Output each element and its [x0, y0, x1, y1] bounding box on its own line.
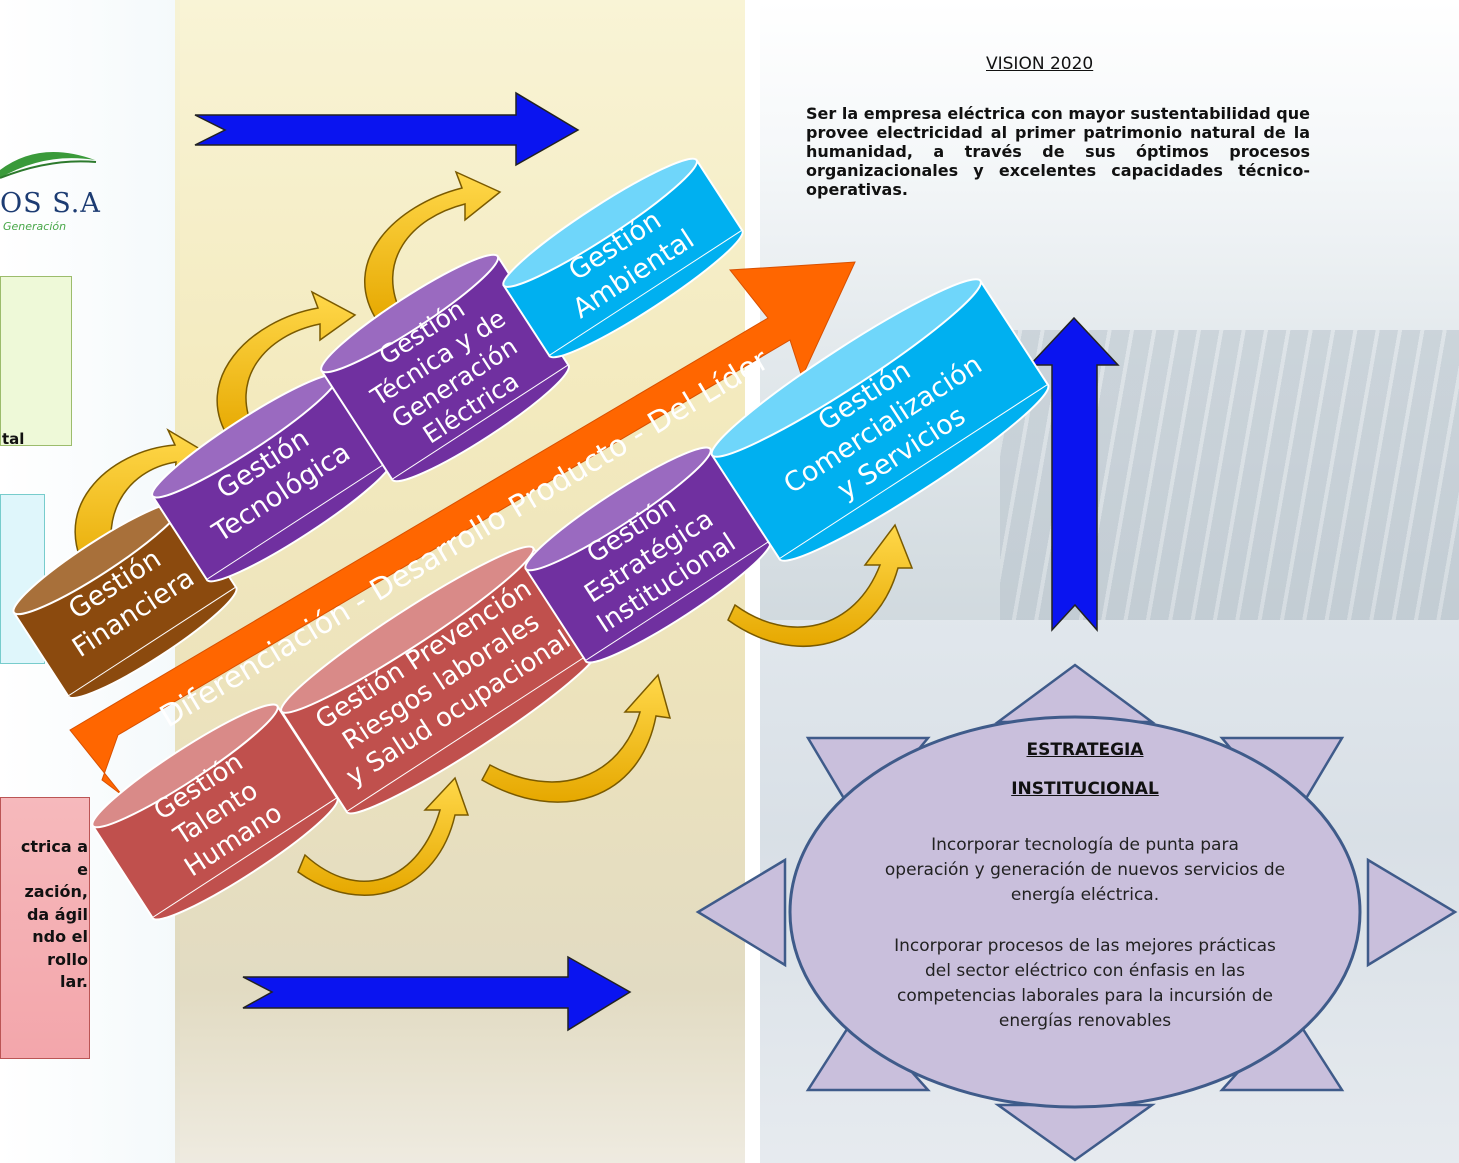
pink-line: e	[77, 859, 88, 879]
strategy-paragraph-2-line: Incorporar procesos de las mejores práct…	[894, 936, 1276, 956]
cylinder-tecnica: Gestión Técnica y de Generación Eléctric…	[320, 253, 570, 483]
strategy-paragraph-2-line: competencias laborales para la incursión…	[897, 986, 1273, 1006]
star-triangle-bottom	[994, 1103, 1156, 1162]
logo-name: OS S.A	[0, 188, 101, 219]
blue-arrow-up	[1028, 316, 1120, 632]
strategy-paragraph-1-line: energía eléctrica.	[1010, 885, 1160, 905]
pink-line: zación,	[24, 882, 88, 901]
logo-subtitle: Generación	[3, 220, 67, 233]
cylinder-financiera: Gestión Financiera	[12, 500, 238, 700]
green-box-text: tal	[2, 430, 25, 448]
pink-line: ctrica a	[20, 837, 88, 856]
vision-title: VISION 2020	[986, 54, 1094, 74]
mission-box-green	[0, 276, 72, 446]
blue-arrow-bottom	[242, 955, 632, 1032]
curve-arrow-prevencion-estrategica	[480, 673, 672, 803]
cylinder-prevencion: Gestión Prevención Riesgos laborales y S…	[280, 545, 600, 815]
cylinder-tecnologica: Gestión Tecnológica	[151, 373, 393, 583]
strategy-paragraph-1-line: operación y generación de nuevos servici…	[884, 860, 1286, 880]
logo-swoosh-icon	[0, 152, 97, 179]
curve-arrow-tecnologica-tecnica	[216, 290, 357, 441]
strategy-paragraph-2-line: energías renovables	[998, 1011, 1172, 1031]
curve-arrow-talento-prevencion	[297, 776, 470, 896]
curve-arrow-estrategica-comercial	[727, 523, 914, 648]
strategy-title-line1: ESTRATEGIA	[1026, 740, 1144, 760]
strategy-ellipse	[788, 715, 1362, 1109]
main-orange-arrow	[69, 261, 856, 796]
star-triangle-left	[695, 857, 787, 968]
mission-box-pink	[0, 797, 90, 1059]
pink-box-text: ctrica a e zación, da ágil ndo el rollo …	[0, 836, 88, 994]
pink-line: ndo el	[32, 927, 88, 946]
cylinder-ambiental: Gestión Ambiental	[502, 157, 744, 359]
strategy-paragraph-1-line: Incorporar tecnología de punta para	[931, 835, 1239, 855]
star-triangle-top	[994, 663, 1156, 724]
curve-arrow-tecnica-ambiental	[364, 170, 502, 323]
strategy-paragraph-2-line: del sector eléctrico con énfasis en las	[924, 961, 1246, 981]
pink-line: da ágil	[26, 904, 88, 924]
vision-text: Ser la empresa eléctrica con mayor suste…	[806, 104, 1310, 199]
blue-arrow-top	[194, 91, 580, 167]
strategy-title-line2: INSTITUCIONAL	[1011, 779, 1159, 799]
pink-line: lar.	[60, 972, 88, 991]
strategy-paragraph-2: Incorporar procesos de las mejores práct…	[820, 934, 1350, 1034]
strategy-paragraph-1: Incorporar tecnología de punta para oper…	[820, 833, 1350, 908]
star-triangle-right	[1366, 857, 1458, 968]
pink-line: rollo	[47, 949, 88, 969]
